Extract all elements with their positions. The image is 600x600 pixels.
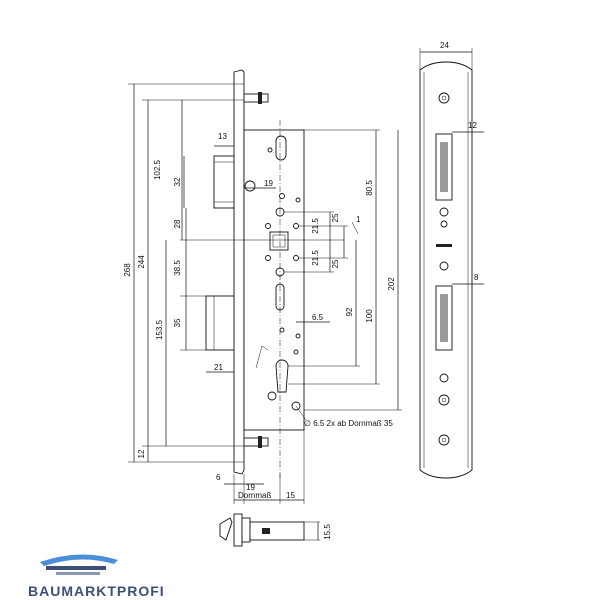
dim-19-top: 19 [264, 179, 273, 188]
bottom-view: 15.5 [219, 513, 332, 547]
dim-15-5: 15.5 [323, 524, 332, 540]
dim-13: 13 [218, 132, 227, 141]
dim-153-5: 153.5 [155, 319, 164, 340]
deadbolt [205, 295, 235, 351]
dim-19-bottom: 19 [246, 483, 255, 492]
dim-268: 268 [123, 263, 132, 277]
brand-name: BAUMARKTPROFI [28, 583, 165, 599]
dim-102-5: 102.5 [153, 159, 162, 180]
side-view [205, 69, 305, 480]
dim-24: 24 [440, 41, 449, 50]
front-faceplate [419, 61, 473, 479]
dim-21-5-a: 21.5 [311, 218, 320, 234]
dim-25-a: 25 [331, 213, 340, 222]
dim-21: 21 [214, 363, 223, 372]
dim-1: 1 [356, 215, 361, 224]
brand-logo: BAUMARKTPROFI [28, 554, 165, 599]
dim-80-5: 80.5 [365, 180, 374, 196]
cylinder-profile [275, 359, 289, 393]
hole-note: ∅ 6.5 2x ab Dornmaß 35 [304, 419, 393, 428]
dim-28: 28 [173, 219, 182, 228]
lock-case [243, 129, 305, 431]
dim-32: 32 [173, 177, 182, 186]
dim-6-5: 6.5 [312, 313, 324, 322]
upper-latch [213, 155, 235, 209]
dim-100: 100 [365, 309, 374, 323]
dim-38-5: 38.5 [173, 260, 182, 276]
side-dimensions: 268 244 153.5 102.5 32 28 38.5 35 12 13 [123, 83, 402, 504]
front-dimensions: 24 12 8 [419, 41, 484, 285]
logo-roof-icon [40, 554, 118, 566]
dim-15: 15 [286, 491, 295, 500]
faceplate [233, 69, 245, 475]
dim-12-front: 12 [468, 121, 477, 130]
dim-35: 35 [173, 318, 182, 327]
dim-6: 6 [216, 473, 221, 482]
dim-202: 202 [387, 277, 396, 291]
dim-21-5-b: 21.5 [311, 250, 320, 266]
dim-244: 244 [137, 255, 146, 269]
dim-25-b: 25 [331, 259, 340, 268]
dim-12-bottom: 12 [137, 449, 146, 458]
dim-8-front: 8 [474, 273, 479, 282]
front-view [419, 61, 473, 479]
follower-square [269, 231, 289, 251]
dim-dornmass: Dornmaß [238, 491, 271, 500]
dim-92: 92 [345, 307, 354, 316]
